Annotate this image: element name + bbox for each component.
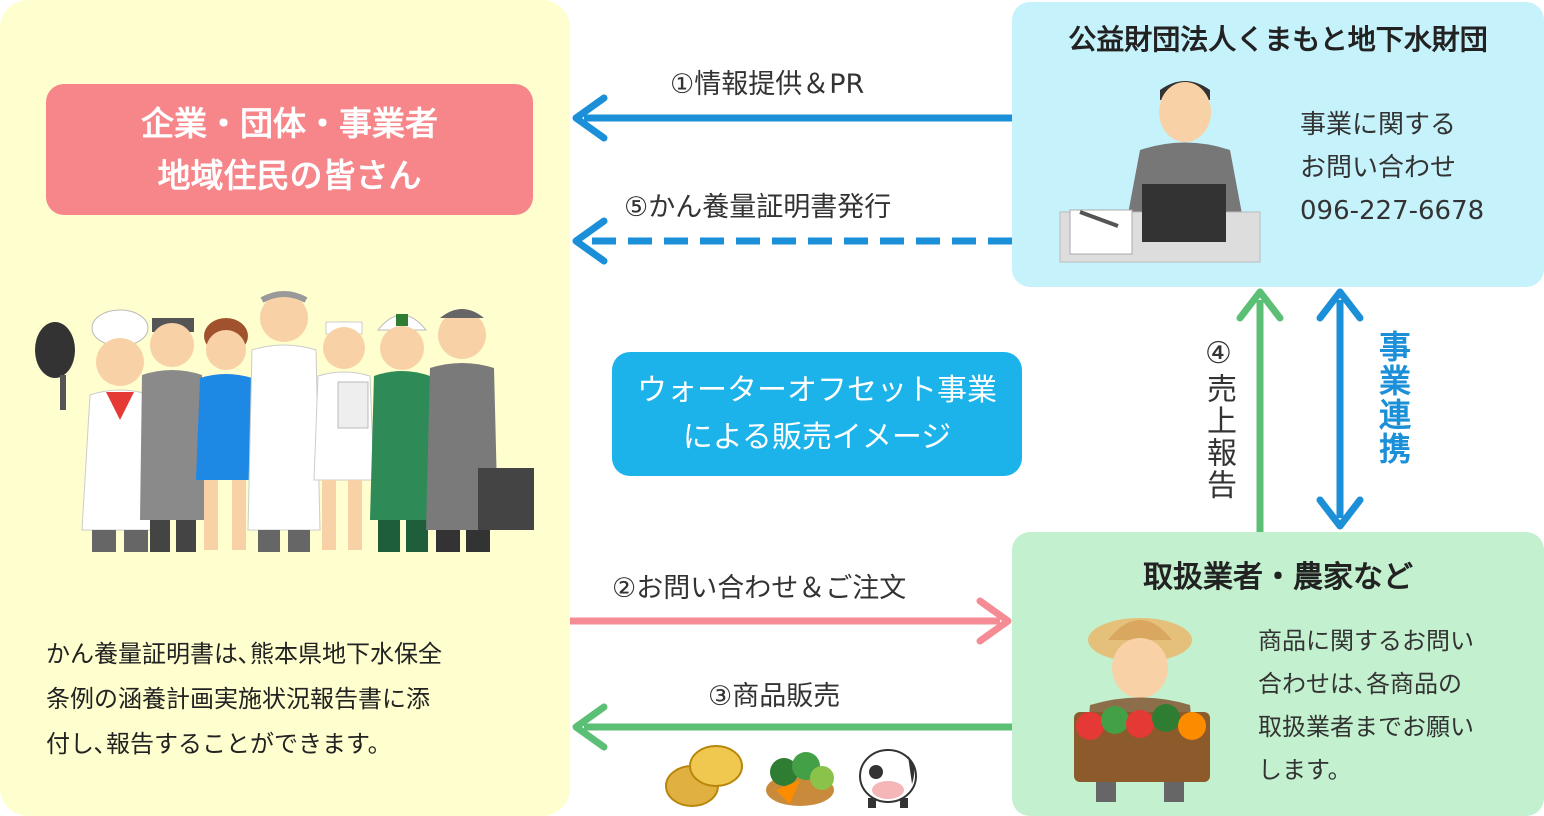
customer-box: 企業・団体・事業者 地域住民の皆さん: [46, 84, 533, 215]
collaboration-label: 事業連携: [1374, 330, 1412, 466]
farmer-illustration: [1074, 618, 1210, 802]
dealer-note-line-4: します。: [1258, 756, 1352, 784]
cow-icon: [859, 749, 917, 808]
flow-2-label: ②お問い合わせ＆ご注文: [612, 573, 907, 604]
customer-line-1: 企業・団体・事業者: [141, 103, 438, 143]
dealer-note: 商品に関するお問い 合わせは､各商品の 取扱業者までお願い します。: [1258, 620, 1474, 792]
flow-3-label: ③商品販売: [708, 681, 841, 712]
arrow-certificate: [572, 217, 1012, 265]
product-icons: [665, 745, 917, 808]
concept-line-2: による販売イメージ: [682, 420, 952, 455]
certificate-note-line-2: 条例の涵養計画実施状況報告書に添: [46, 685, 430, 713]
vegetables-icon: [766, 752, 834, 806]
dealer-note-line-3: 取扱業者までお願い: [1258, 713, 1474, 741]
staff-illustration: [1059, 81, 1261, 263]
arrow-info-pr: [572, 94, 1012, 142]
flow-5-label: ⑤かん養量証明書発行: [624, 192, 892, 223]
concept-line-1: ウォーターオフセット事業: [637, 373, 997, 408]
arrow-sales-report: [1236, 288, 1284, 532]
dealer-note-line-1: 商品に関するお問い: [1258, 627, 1474, 655]
foundation-contact: 事業に関する お問い合わせ 096-227-6678: [1300, 104, 1484, 233]
contact-line-2: お問い合わせ: [1300, 153, 1457, 183]
contact-line-1: 事業に関する: [1300, 110, 1457, 140]
customer-line-2: 地域住民の皆さん: [157, 155, 422, 195]
flow-4-label: ④売上報告: [1201, 336, 1236, 501]
hay-bale-icon: [665, 745, 743, 807]
people-illustration: [35, 291, 534, 552]
foundation-title: 公益財団法人くまもと地下水財団: [1068, 23, 1488, 56]
contact-phone: 096-227-6678: [1300, 196, 1485, 226]
arrow-collaboration: [1316, 288, 1364, 530]
dealer-note-line-2: 合わせは､各商品の: [1258, 670, 1462, 698]
certificate-note-line-1: かん養量証明書は､熊本県地下水保全: [46, 640, 442, 668]
arrow-inquiry-order: [570, 597, 1012, 645]
arrow-sales: [572, 703, 1012, 751]
certificate-note: かん養量証明書は､熊本県地下水保全 条例の涵養計画実施状況報告書に添 付し､報告…: [46, 632, 546, 767]
certificate-note-line-3: 付し､報告することができます。: [46, 730, 392, 758]
dealer-title: 取扱業者・農家など: [1143, 560, 1413, 595]
concept-box: ウォーターオフセット事業 による販売イメージ: [612, 352, 1022, 476]
flow-1-label: ①情報提供＆PR: [670, 69, 865, 100]
